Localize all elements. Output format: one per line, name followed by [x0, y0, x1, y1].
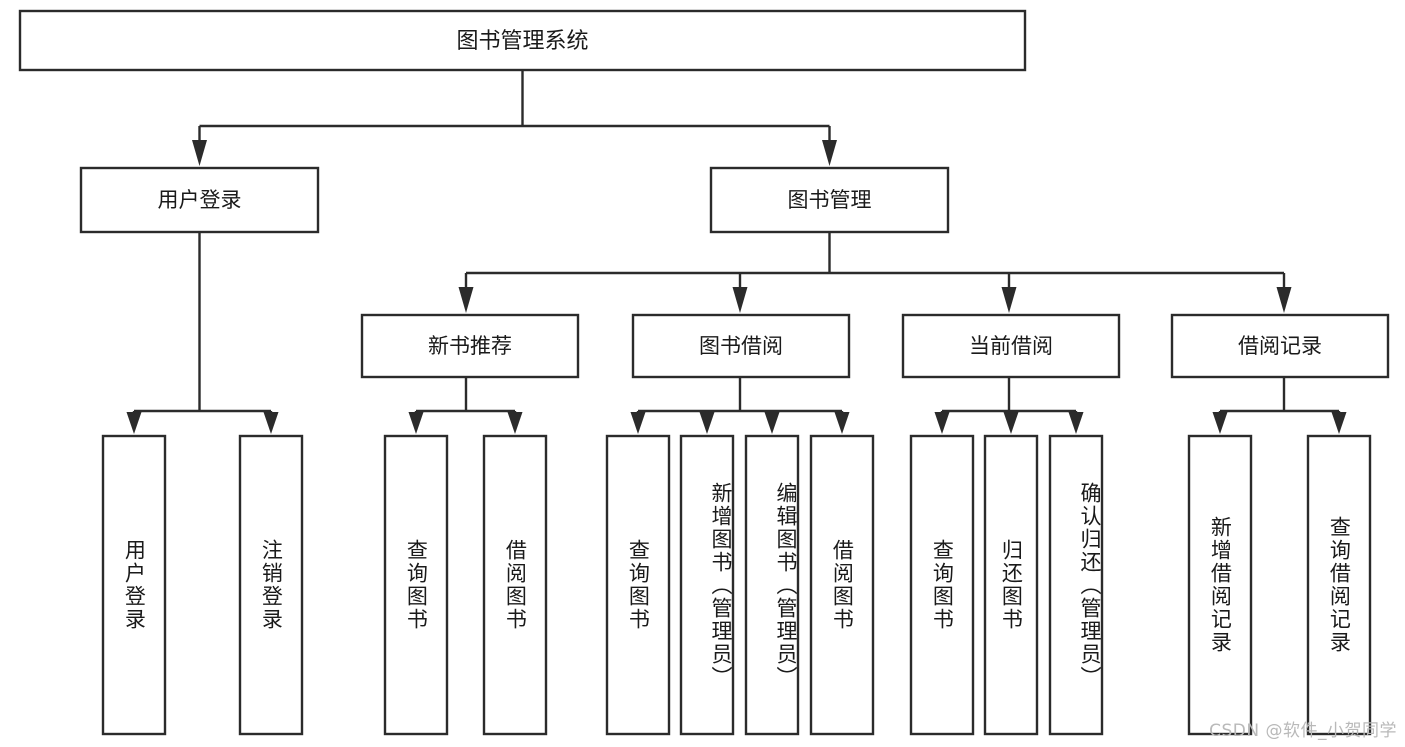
leaf-box-logout[interactable]: [238, 434, 304, 736]
node-book-management-box[interactable]: [709, 166, 950, 234]
csdn-watermark: CSDN @软件_小贺同学: [1209, 721, 1397, 741]
arrowhead-newbook-to-leaf1: [408, 412, 424, 434]
node-current-borrow[interactable]: 当前借阅: [901, 313, 1121, 379]
arrowhead-bookmgmt-to-newbook: [458, 287, 474, 313]
leaf-box-add-book-admin[interactable]: [679, 434, 735, 736]
connector-group-current: [934, 377, 1084, 434]
node-borrow-record-label: 借阅记录: [1238, 334, 1322, 358]
leaf-box-return-book[interactable]: [983, 434, 1039, 736]
arrowhead-root-to-bookmgmt: [822, 140, 837, 166]
leaf-box-edit-book-admin[interactable]: [744, 434, 800, 736]
leaf-box-add-record[interactable]: [1187, 434, 1253, 736]
connector-group-bookmgmt: [458, 232, 1292, 313]
connector-group-userlogin: [126, 232, 279, 434]
arrowhead-bookmgmt-to-current: [1001, 287, 1017, 313]
arrowhead-bookmgmt-to-record: [1276, 287, 1292, 313]
arrowhead-userlogin-to-leaf2: [263, 412, 279, 434]
node-book-management[interactable]: 图书管理: [709, 166, 950, 234]
leaf-box-query-book-2[interactable]: [605, 434, 671, 736]
arrowhead-current-to-leaf3: [1068, 412, 1084, 434]
arrowhead-borrow-to-leaf3: [764, 412, 780, 434]
arrowhead-bookmgmt-to-borrow: [732, 287, 748, 313]
arrowhead-current-to-leaf1: [934, 412, 950, 434]
connector-group-record: [1212, 377, 1347, 434]
arrowhead-userlogin-to-leaf1: [126, 412, 142, 434]
node-current-borrow-box[interactable]: [901, 313, 1121, 379]
node-current-borrow-label: 当前借阅: [969, 334, 1053, 358]
arrowhead-borrow-to-leaf4: [834, 412, 850, 434]
arrowhead-record-to-leaf1: [1212, 412, 1228, 434]
arrowhead-borrow-to-leaf1: [630, 412, 646, 434]
leaf-box-query-record[interactable]: [1306, 434, 1372, 736]
node-user-login-box[interactable]: [79, 166, 320, 234]
node-book-borrow-label: 图书借阅: [699, 334, 783, 358]
leaf-box-borrow-book-1[interactable]: [482, 434, 548, 736]
node-new-book-recommend-box[interactable]: [360, 313, 580, 379]
leaf-box-borrow-book-2[interactable]: [809, 434, 875, 736]
arrowhead-borrow-to-leaf2: [699, 412, 715, 434]
arrowhead-newbook-to-leaf2: [507, 412, 523, 434]
arrowhead-root-to-userlogin: [192, 140, 207, 166]
node-new-book-recommend[interactable]: 新书推荐: [360, 313, 580, 379]
node-root[interactable]: 图书管理系统: [18, 9, 1027, 72]
leaf-box-confirm-return[interactable]: [1048, 434, 1104, 736]
node-user-login-label: 用户登录: [158, 188, 242, 212]
node-user-login[interactable]: 用户登录: [79, 166, 320, 234]
connector-group-borrow: [630, 377, 850, 434]
leaf-box-query-book-1[interactable]: [383, 434, 449, 736]
node-borrow-record[interactable]: 借阅记录: [1170, 313, 1390, 379]
leaf-box-query-book-3[interactable]: [909, 434, 975, 736]
leaf-boxes: [101, 434, 1372, 736]
arrowhead-current-to-leaf2: [1003, 412, 1019, 434]
node-root-box[interactable]: [18, 9, 1027, 72]
node-book-management-label: 图书管理: [788, 188, 872, 212]
node-borrow-record-box[interactable]: [1170, 313, 1390, 379]
leaf-box-user-login[interactable]: [101, 434, 167, 736]
connector-group-root: [192, 70, 837, 166]
node-book-borrow-box[interactable]: [631, 313, 851, 379]
node-book-borrow[interactable]: 图书借阅: [631, 313, 851, 379]
node-root-label: 图书管理系统: [456, 29, 588, 54]
connector-group-newbook: [408, 377, 523, 434]
arrowhead-record-to-leaf2: [1331, 412, 1347, 434]
node-new-book-recommend-label: 新书推荐: [428, 334, 512, 358]
